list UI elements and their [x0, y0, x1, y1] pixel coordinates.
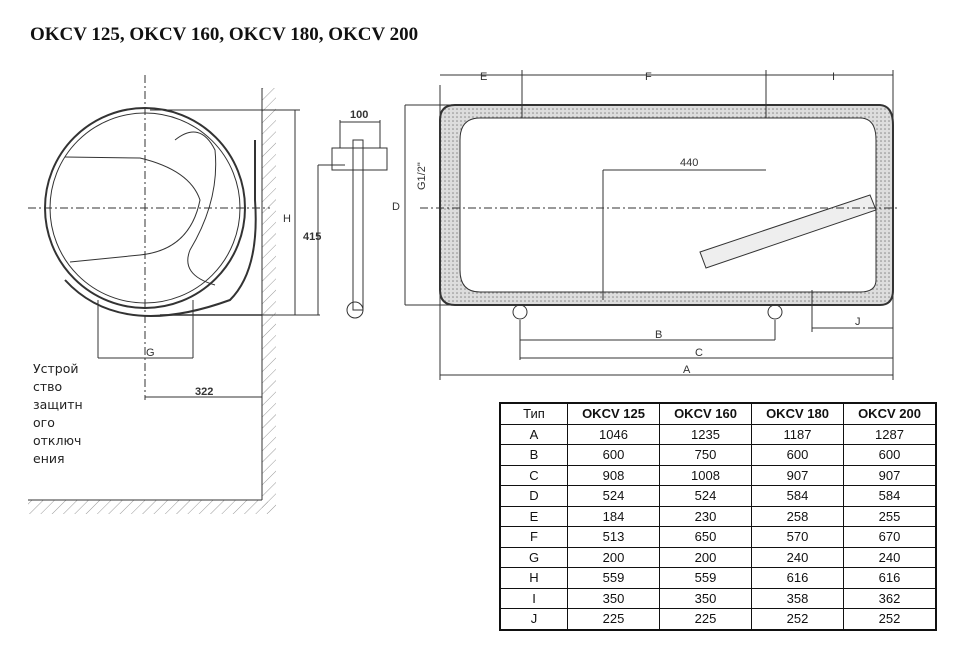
dim-label-415: 415: [303, 231, 321, 243]
cover-outline: [64, 156, 201, 263]
front-view: [404, 70, 900, 380]
table-cell: 907: [843, 464, 937, 486]
table-cell: 252: [843, 608, 937, 630]
heating-element: [699, 194, 877, 269]
table-cell: 513: [567, 526, 660, 548]
dim-label-thread: G1/2": [416, 162, 428, 190]
table-cell: 570: [751, 526, 844, 548]
header-type: Тип: [499, 402, 568, 425]
table-cell: 252: [751, 608, 844, 630]
note-line: Устрой: [33, 361, 79, 376]
dim-label-i: I: [832, 71, 835, 83]
row-label: B: [499, 444, 568, 466]
table-cell: 524: [567, 485, 660, 507]
dim-label-d: D: [392, 201, 400, 213]
row-label: G: [499, 546, 568, 568]
table-cell: 559: [659, 567, 752, 589]
wall-hatch: [262, 88, 276, 513]
dim-label-g: G: [146, 347, 155, 359]
side-view: [28, 75, 345, 514]
table-header-row: Тип OKCV 125 OKCV 160 OKCV 180 OKCV 200: [499, 402, 937, 425]
header-model: OKCV 200: [843, 402, 937, 425]
table-cell: 350: [659, 587, 752, 609]
row-label: C: [499, 464, 568, 486]
table-cell: 584: [751, 485, 844, 507]
table-cell: 358: [751, 587, 844, 609]
row-label: A: [499, 423, 568, 445]
dim-label-440: 440: [680, 157, 698, 169]
row-label: F: [499, 526, 568, 548]
table-cell: 230: [659, 505, 752, 527]
table-cell: 670: [843, 526, 937, 548]
table-cell: 1235: [659, 423, 752, 445]
note-line: ения: [33, 451, 65, 466]
dim-label-a: A: [683, 364, 691, 376]
row-label: J: [499, 608, 568, 630]
table-cell: 255: [843, 505, 937, 527]
table-cell: 616: [843, 567, 937, 589]
table-cell: 616: [751, 567, 844, 589]
page-title: OKCV 125, OKCV 160, OKCV 180, OKCV 200: [30, 24, 419, 45]
table-cell: 600: [843, 444, 937, 466]
table-cell: 750: [659, 444, 752, 466]
dim-label-100: 100: [350, 109, 368, 121]
table-cell: 600: [567, 444, 660, 466]
row-label: E: [499, 505, 568, 527]
floor-hatch: [28, 500, 268, 514]
dim-label-c: C: [695, 347, 703, 359]
table-cell: 600: [751, 444, 844, 466]
table-cell: 225: [659, 608, 752, 630]
header-model: OKCV 180: [751, 402, 844, 425]
table-cell: 1046: [567, 423, 660, 445]
table-cell: 524: [659, 485, 752, 507]
table-cell: 184: [567, 505, 660, 527]
table-cell: 225: [567, 608, 660, 630]
note-line: ого: [33, 415, 55, 430]
dim-label-e: E: [480, 71, 487, 83]
table-cell: 908: [567, 464, 660, 486]
dim-label-j: J: [855, 316, 861, 328]
dimensions-table: Тип OKCV 125 OKCV 160 OKCV 180 OKCV 200 …: [499, 402, 937, 631]
safety-device-note: Устрой ство защитн ого отключ ения: [33, 360, 83, 468]
table-cell: 240: [751, 546, 844, 568]
row-label: I: [499, 587, 568, 609]
dim-label-h: H: [283, 213, 291, 225]
table-cell: 258: [751, 505, 844, 527]
note-line: ство: [33, 379, 63, 394]
table-cell: 1287: [843, 423, 937, 445]
note-line: защитн: [33, 397, 83, 412]
bracket-view: [331, 120, 388, 319]
note-line: отключ: [33, 433, 82, 448]
row-label: D: [499, 485, 568, 507]
dim-label-322: 322: [195, 386, 213, 398]
table-cell: 350: [567, 587, 660, 609]
header-model: OKCV 125: [567, 402, 660, 425]
table-cell: 907: [751, 464, 844, 486]
table-cell: 559: [567, 567, 660, 589]
table-cell: 200: [567, 546, 660, 568]
dim-label-f: F: [645, 71, 652, 83]
header-model: OKCV 160: [659, 402, 752, 425]
table-cell: 1008: [659, 464, 752, 486]
bracket-curve: [64, 140, 257, 317]
table-cell: 362: [843, 587, 937, 609]
table-cell: 584: [843, 485, 937, 507]
row-label: H: [499, 567, 568, 589]
table-cell: 200: [659, 546, 752, 568]
table-cell: 240: [843, 546, 937, 568]
table-cell: 650: [659, 526, 752, 548]
table-cell: 1187: [751, 423, 844, 445]
dim-label-b: B: [655, 329, 662, 341]
